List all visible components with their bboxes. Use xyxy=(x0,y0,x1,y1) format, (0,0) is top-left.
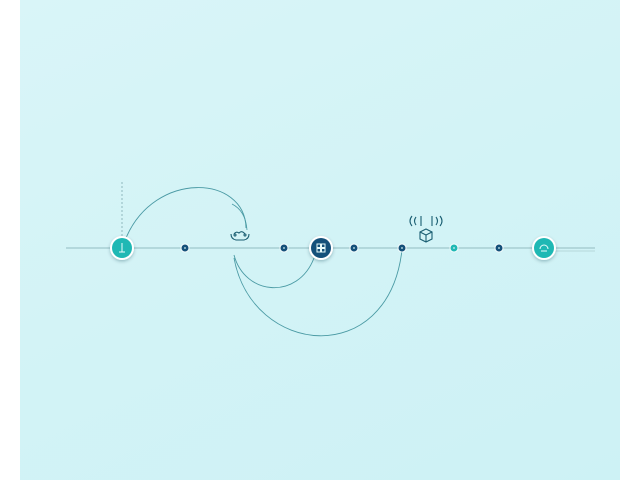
nodes-layer xyxy=(110,236,556,260)
radio-waves-icon xyxy=(409,215,443,227)
upper-arc-inner xyxy=(231,203,248,231)
dot-icon xyxy=(353,247,355,249)
diagram-canvas xyxy=(20,0,620,480)
loop-icon xyxy=(539,244,549,252)
timeline-node-2[interactable] xyxy=(180,243,190,253)
timeline-node-7[interactable] xyxy=(449,243,459,253)
timeline-node-8[interactable] xyxy=(494,243,504,253)
upper-arc xyxy=(125,187,247,239)
dot-icon xyxy=(184,247,186,249)
timeline-node-4[interactable] xyxy=(309,236,333,260)
dot-icon xyxy=(401,247,403,249)
grid-icon xyxy=(316,243,326,253)
pin-icon xyxy=(119,243,125,253)
mid-arc xyxy=(233,254,315,289)
dot-icon xyxy=(453,247,455,249)
timeline-diagram xyxy=(66,182,595,337)
cloud-bracket-icon xyxy=(230,231,250,241)
timeline-node-3[interactable] xyxy=(279,243,289,253)
large-arc xyxy=(233,249,403,337)
cube-icon xyxy=(419,228,433,243)
dot-icon xyxy=(283,247,285,249)
timeline-node-5[interactable] xyxy=(349,243,359,253)
timeline-node-6[interactable] xyxy=(397,243,407,253)
dot-icon xyxy=(498,247,500,249)
timeline-node-9[interactable] xyxy=(532,236,556,260)
timeline-node-1[interactable] xyxy=(110,236,134,260)
